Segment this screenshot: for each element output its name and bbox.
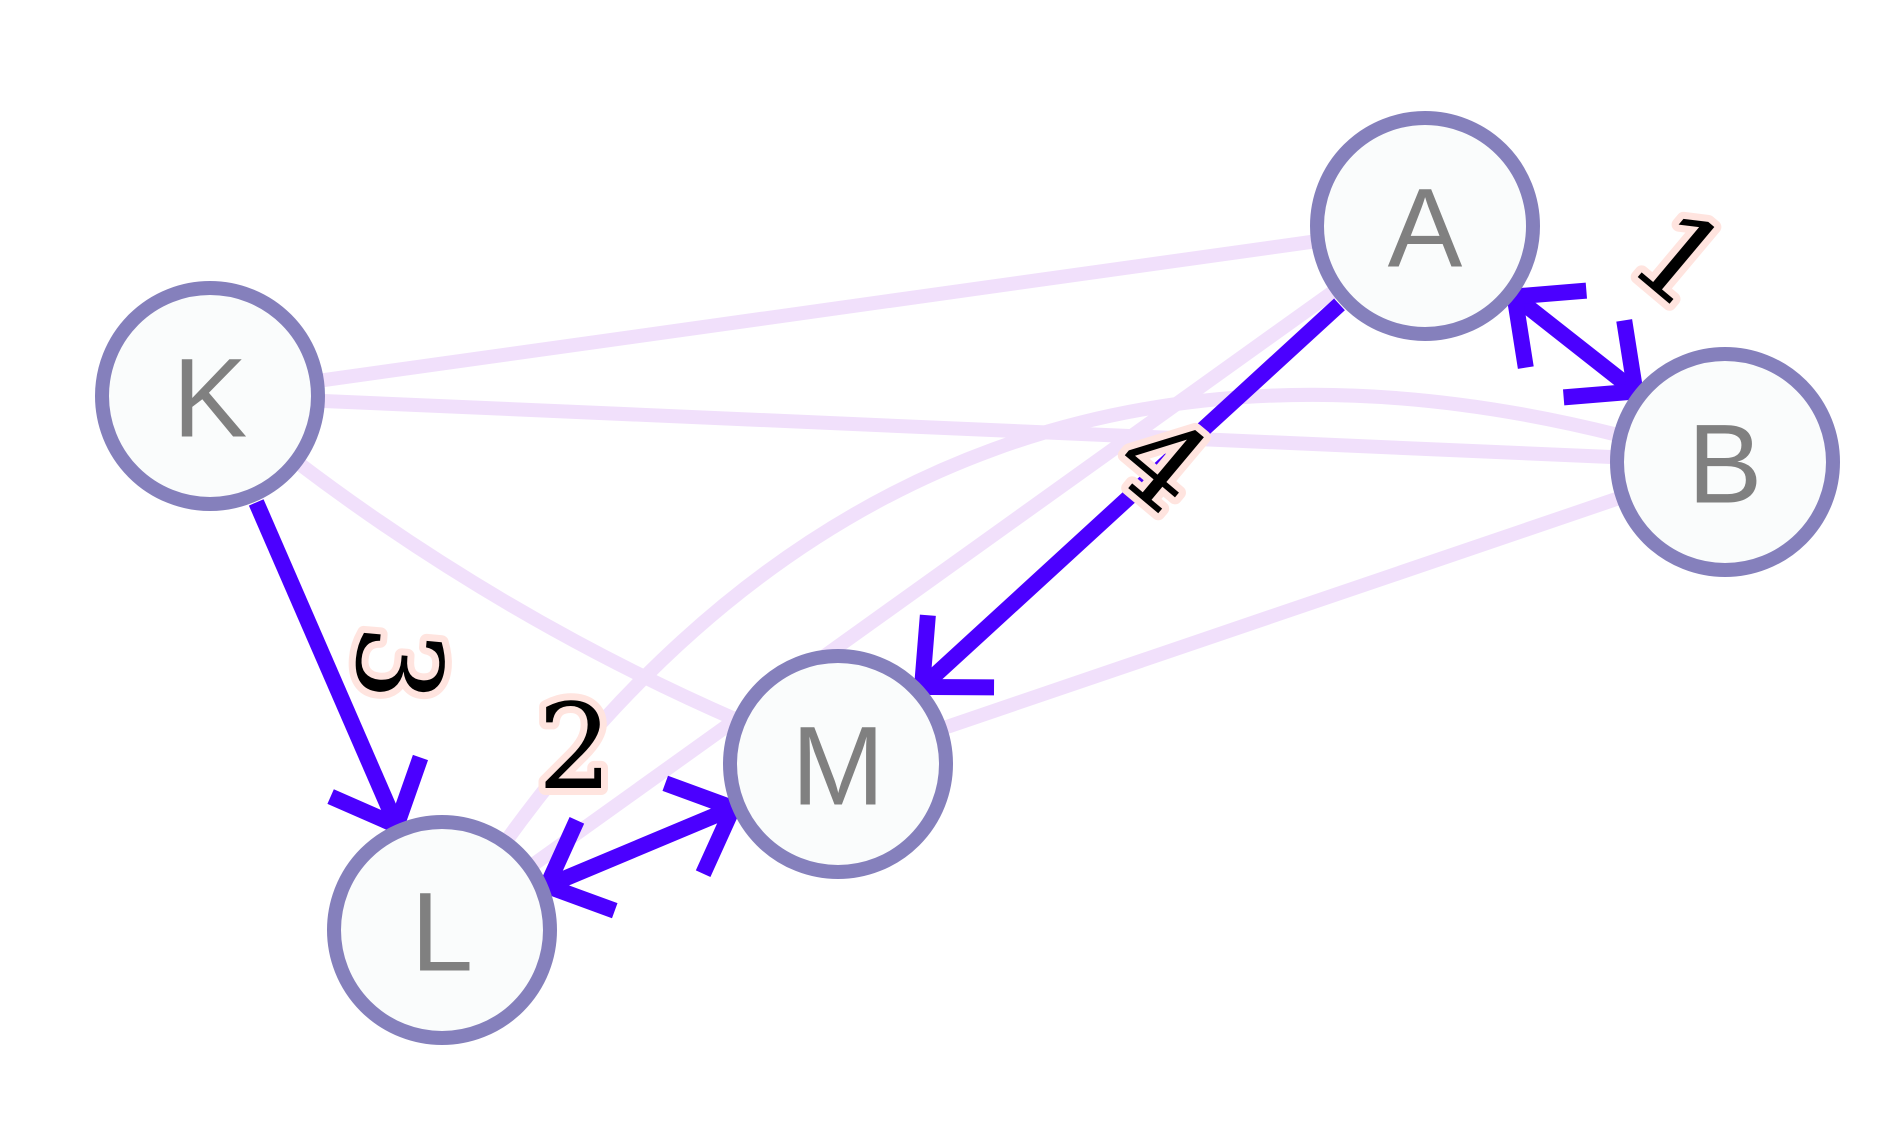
node-m[interactable]: M [723,649,953,879]
node-label: B [1688,402,1763,527]
nodes: A B K L M [95,111,1840,1045]
node-b[interactable]: B [1610,347,1840,577]
node-label: K [173,336,248,461]
node-circle [723,649,953,879]
node-circle [1310,111,1540,341]
faint-edge-k-a [309,233,1326,389]
node-label: M [791,704,884,829]
edge-a-m [918,298,1345,692]
faint-edge-a-l [522,281,1345,875]
edge-k-l [248,499,404,827]
node-label: A [1388,166,1463,291]
faint-edge-k-b [310,393,1625,465]
node-k[interactable]: K [95,281,325,511]
node-circle [327,815,557,1045]
node-l[interactable]: L [327,815,557,1045]
node-circle [95,281,325,511]
node-a[interactable]: A [1310,111,1540,341]
edge-l-m [545,801,735,893]
faint-edge-b-m [933,489,1630,737]
faint-edge-k-m [289,454,746,728]
node-circle [1610,347,1840,577]
faint-edge-b-l [498,387,1628,850]
faint-edges [289,233,1630,875]
node-label: L [411,870,473,995]
edge-label-3: 3 [326,621,470,708]
edge-a-b [1511,291,1639,397]
edge-label-1: 1 [1607,182,1753,336]
edge-label-2: 2 [537,678,612,816]
